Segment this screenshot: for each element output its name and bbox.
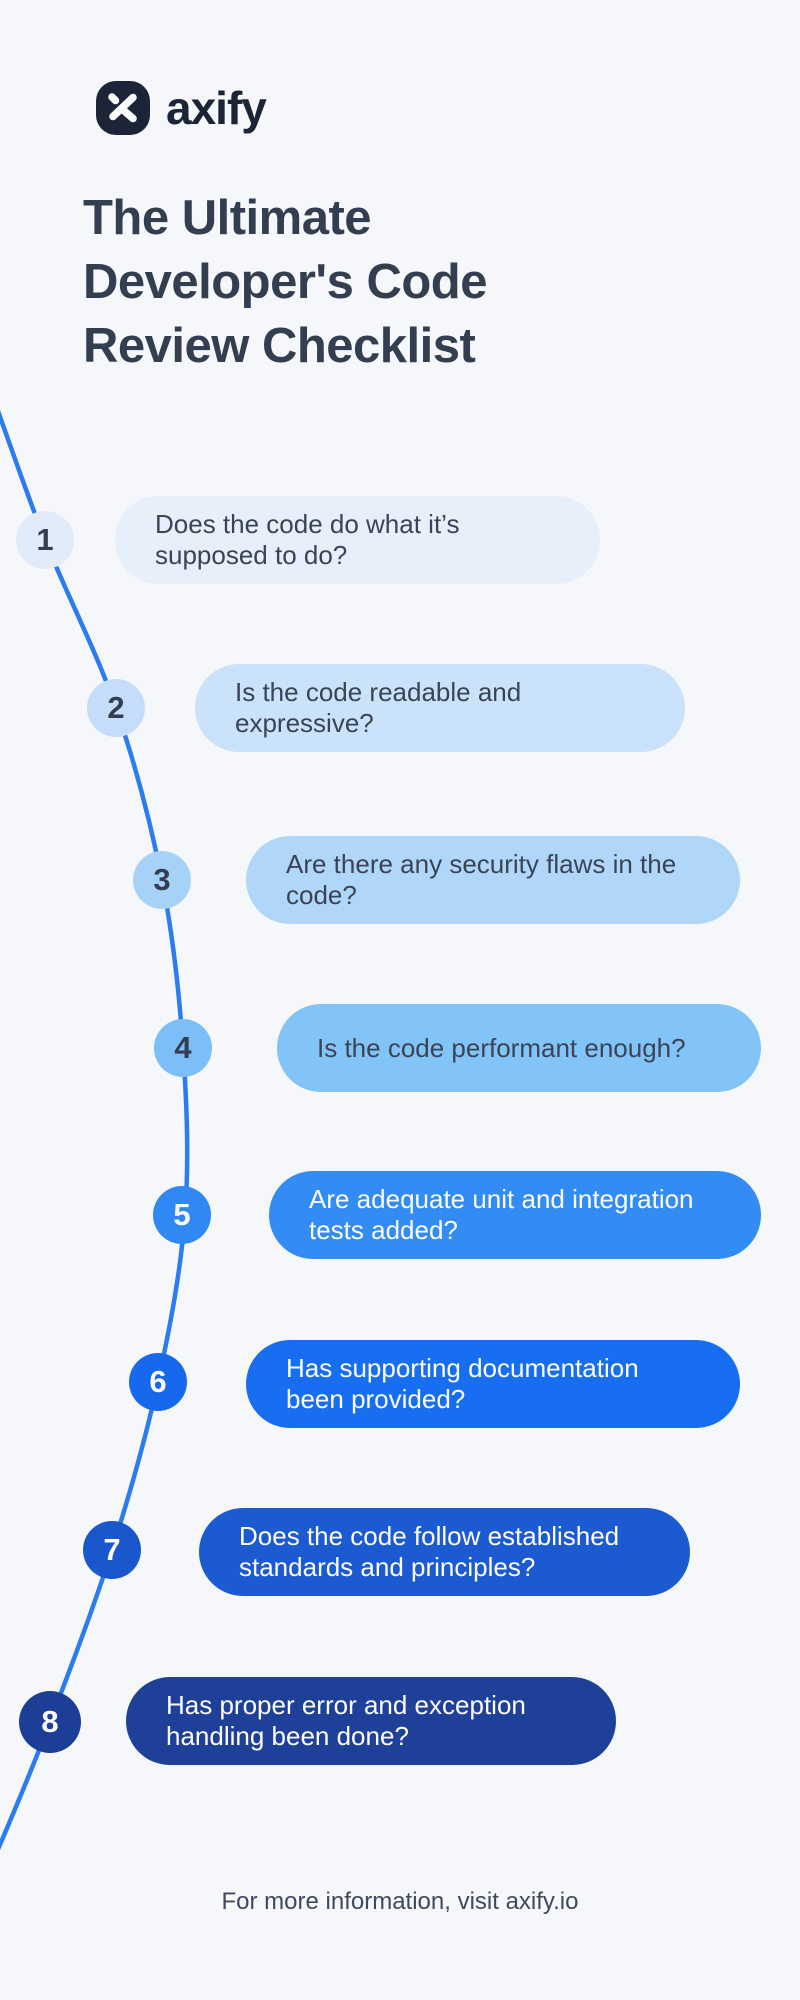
question-text: Is the code performant enough? (317, 1032, 686, 1063)
question-bubble: Has proper error and exception handling … (126, 1677, 616, 1765)
question-bubble: Are adequate unit and integration tests … (269, 1171, 761, 1259)
question-text: Has proper error and exception handling … (166, 1690, 526, 1751)
title-line-3: Review Checklist (83, 319, 476, 373)
title-line-1: The Ultimate (83, 191, 372, 245)
question-text: Are adequate unit and integration tests … (309, 1184, 694, 1245)
step-number-badge: 5 (153, 1186, 211, 1244)
question-text: Does the code do what it’s supposed to d… (155, 509, 460, 570)
axify-logo-icon (96, 81, 150, 135)
question-bubble: Has supporting documentation been provid… (246, 1340, 740, 1428)
timeline-curve-path (0, 409, 190, 1851)
title-line-2: Developer's Code (83, 255, 487, 309)
step-number-badge: 4 (154, 1019, 212, 1077)
step-number-badge: 6 (129, 1353, 187, 1411)
question-bubble: Is the code performant enough? (277, 1004, 761, 1092)
footer-note: For more information, visit axify.io (221, 1888, 579, 1915)
question-text: Does the code follow established standar… (239, 1521, 620, 1582)
question-text: Are there any security flaws in the code… (286, 849, 677, 910)
brand-name: axify (166, 82, 267, 134)
step-number-badge: 1 (16, 511, 74, 569)
question-bubble: Does the code do what it’s supposed to d… (115, 496, 600, 584)
step-number-badge: 2 (87, 679, 145, 737)
question-text: Is the code readable and expressive? (235, 677, 522, 738)
step-number-badge: 8 (19, 1691, 81, 1753)
logo: axify (95, 80, 267, 136)
question-bubble: Is the code readable and expressive? (195, 664, 685, 752)
step-number-badge: 3 (133, 851, 191, 909)
question-bubble: Are there any security flaws in the code… (246, 836, 740, 924)
question-bubble: Does the code follow established standar… (199, 1508, 690, 1596)
question-text: Has supporting documentation been provid… (286, 1353, 639, 1414)
step-number-badge: 7 (83, 1521, 141, 1579)
